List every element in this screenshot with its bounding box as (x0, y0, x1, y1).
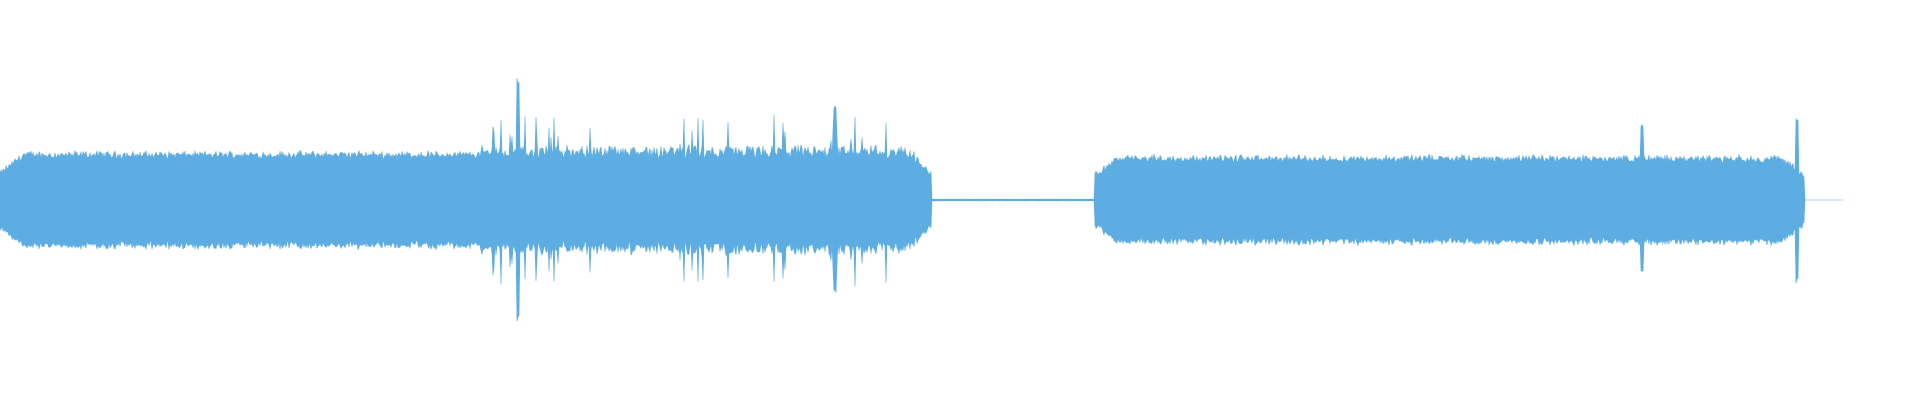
waveform-envelope (0, 78, 1843, 322)
